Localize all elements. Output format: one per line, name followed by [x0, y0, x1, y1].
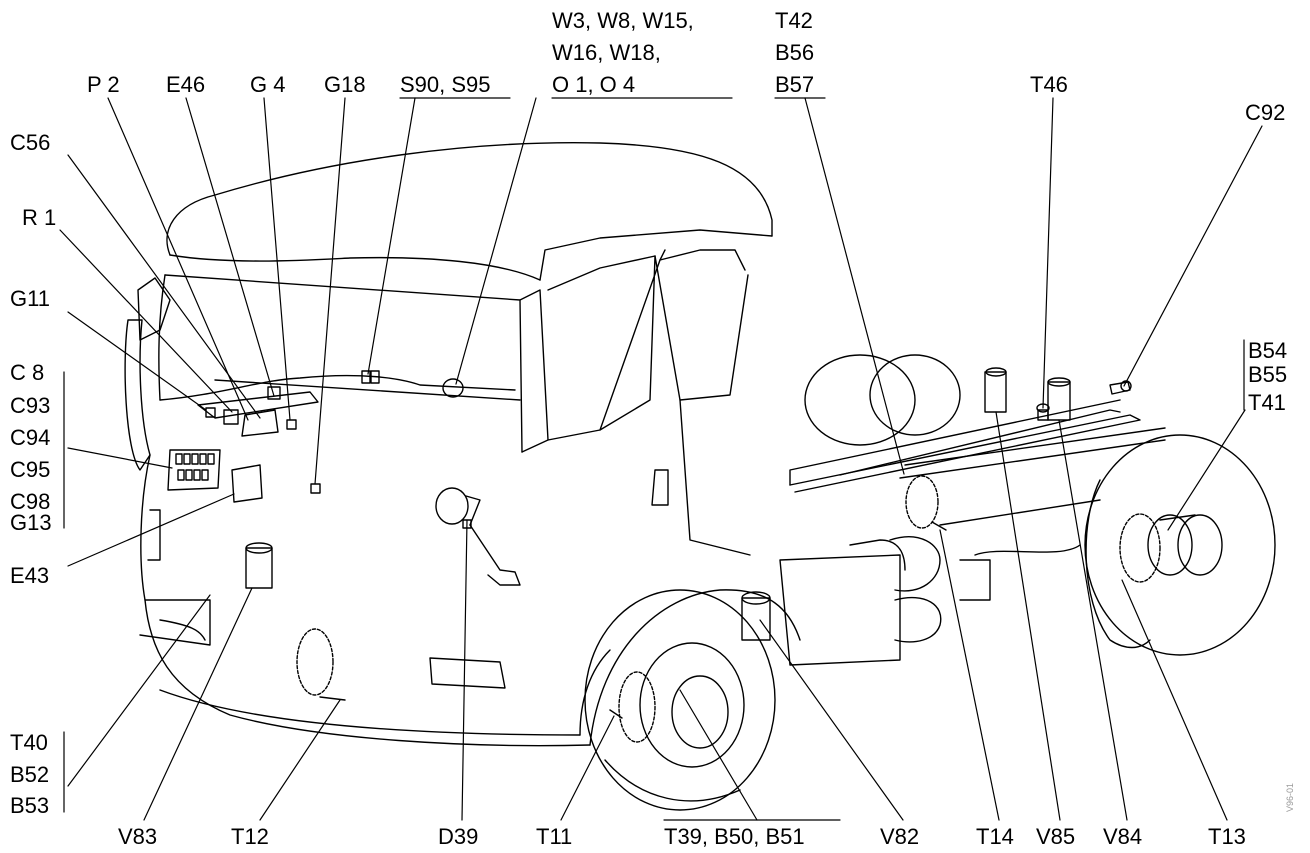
label-c92: C92 [1245, 100, 1286, 125]
label-c56: C56 [10, 130, 51, 155]
label-w-line2: W16, W18, [552, 40, 661, 65]
label-b57: B57 [775, 72, 815, 97]
label-w-line3: O 1, O 4 [552, 72, 636, 97]
label-d39: D39 [438, 824, 479, 849]
figure-code: V96-01 [1285, 782, 1295, 812]
label-b56: B56 [775, 40, 815, 65]
label-b52: B52 [10, 762, 50, 787]
label-c93: C93 [10, 393, 51, 418]
label-t13: T13 [1208, 824, 1246, 849]
label-c94: C94 [10, 425, 51, 450]
label-t42: T42 [775, 8, 813, 33]
components [167, 367, 1132, 743]
label-p2: P 2 [87, 72, 120, 97]
label-c98: C98 [10, 489, 51, 514]
label-g13: G13 [10, 510, 52, 535]
leader-lines [59, 97, 1263, 821]
label-c95: C95 [10, 457, 51, 482]
label-t46: T46 [1030, 72, 1068, 97]
label-t40: T40 [10, 730, 48, 755]
label-s90-s95: S90, S95 [400, 72, 491, 97]
rear-wheels [804, 354, 1276, 656]
label-v85: V85 [1036, 824, 1076, 849]
label-g11: G11 [10, 286, 50, 311]
label-v83: V83 [118, 824, 158, 849]
label-b53: B53 [10, 793, 50, 818]
label-b55: B55 [1248, 362, 1288, 387]
label-t39-b50-b51: T39, B50, B51 [664, 824, 805, 849]
label-v84: V84 [1103, 824, 1143, 849]
front-wheel [584, 589, 776, 811]
label-b54: B54 [1248, 338, 1288, 363]
label-v82: V82 [880, 824, 920, 849]
label-g4: G 4 [250, 72, 286, 97]
label-e46: E46 [166, 72, 206, 97]
label-t12: T12 [231, 824, 269, 849]
chassis-frame [779, 399, 1166, 666]
label-c8: C 8 [10, 360, 45, 385]
label-g18: G18 [324, 72, 366, 97]
label-t41: T41 [1248, 390, 1286, 415]
cab-outline [124, 142, 801, 747]
label-t11: T11 [536, 824, 573, 849]
label-e43: E43 [10, 563, 50, 588]
label-w-line1: W3, W8, W15, [552, 8, 694, 33]
label-t14: T14 [976, 824, 1014, 849]
label-r1: R 1 [22, 205, 57, 230]
